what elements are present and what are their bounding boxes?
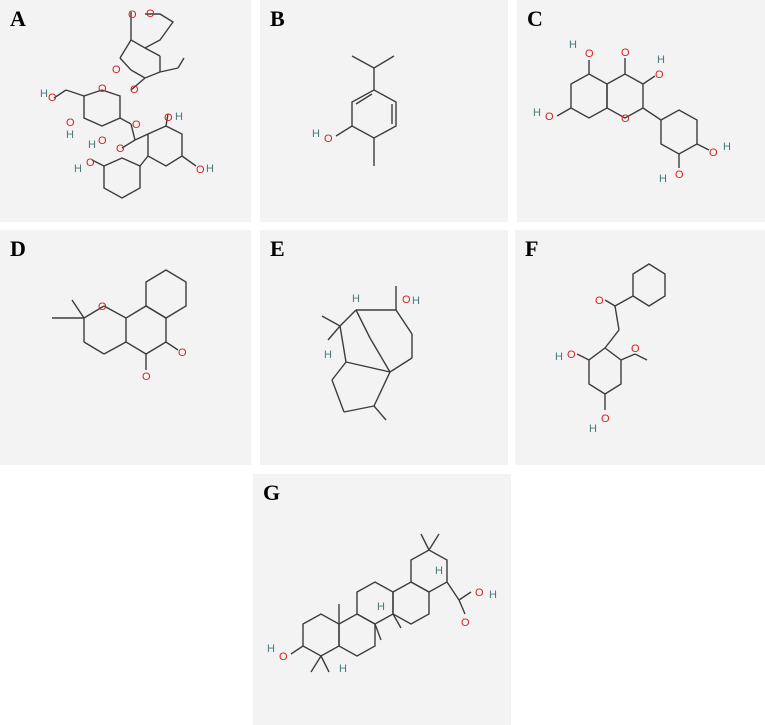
panel-f: F O O H O O H [515,230,765,465]
atom-o: O [66,117,75,129]
atom-o: O [116,143,125,155]
atom-o: O [402,294,411,306]
atom-h: H [206,163,214,175]
atom-h: H [555,351,563,363]
atom-h: H [175,111,183,123]
panel-label-f: F [525,236,539,261]
atom-h: H [569,39,577,51]
atom-o: O [585,48,594,60]
panel-c: C O H O O H O O H O H O H [517,0,765,222]
atom-o: O [631,343,640,355]
atom-o: O [132,119,141,131]
structure-e: O H H H [321,286,420,421]
panel-label-d: D [10,236,26,261]
atom-h: H [412,295,420,307]
atom-h: H [657,54,665,66]
atom-o: O [475,587,484,599]
atom-o: O [675,169,684,181]
panel-d: D O O O [0,230,251,465]
atom-o: O [128,9,137,21]
atom-h: H [533,107,541,119]
panel-e: E O H H H [260,230,508,465]
atom-o: O [98,301,107,313]
atom-o: O [86,157,95,169]
structure-a: O O O O O O H O H O H O O O H O H O H [40,8,214,199]
structure-c: O H O O H O O H O H O H [533,39,731,185]
atom-o: O [98,135,107,147]
atom-o: O [142,371,151,383]
atom-o: O [279,651,288,663]
atom-h: H [723,141,731,153]
atom-h: H [377,601,385,613]
atom-o: O [130,84,139,96]
atom-o: O [709,147,718,159]
atom-o: O [324,133,333,145]
atom-o: O [48,92,57,104]
atom-o: O [621,113,630,125]
panel-b: B O H [260,0,508,222]
structure-g: O H O O H H H H [267,533,497,675]
atom-h: H [312,128,320,140]
atom-o: O [621,47,630,59]
atom-o: O [461,617,470,629]
panel-g: G O H O O H H H H [253,474,511,725]
atom-o: O [98,83,107,95]
atom-h: H [489,589,497,601]
panel-label-c: C [527,6,543,31]
atom-o: O [601,413,610,425]
panel-label-b: B [270,6,285,31]
atom-h: H [589,423,597,435]
atom-h: H [66,129,74,141]
atom-h: H [74,163,82,175]
atom-o: O [164,112,173,124]
panel-label-g: G [263,480,281,505]
atom-o: O [196,164,205,176]
atom-o: O [595,295,604,307]
structure-d: O O O [52,269,187,383]
atom-o: O [178,347,187,359]
atom-o: O [146,8,155,20]
structure-b: O H [312,55,397,166]
atom-h: H [324,349,332,361]
panel-label-a: A [10,6,26,31]
atom-h: H [659,173,667,185]
panel-label-e: E [270,236,285,261]
atom-h: H [352,293,360,305]
structure-f: O O H O O H [555,263,666,435]
atom-o: O [545,111,554,123]
atom-h: H [40,88,48,100]
atom-o: O [112,64,121,76]
atom-h: H [339,663,347,675]
panel-a: A O O O O O O H O [0,0,251,222]
atom-h: H [267,643,275,655]
atom-h: H [88,139,96,151]
atom-h: H [435,565,443,577]
atom-o: O [567,349,576,361]
atom-o: O [655,69,664,81]
